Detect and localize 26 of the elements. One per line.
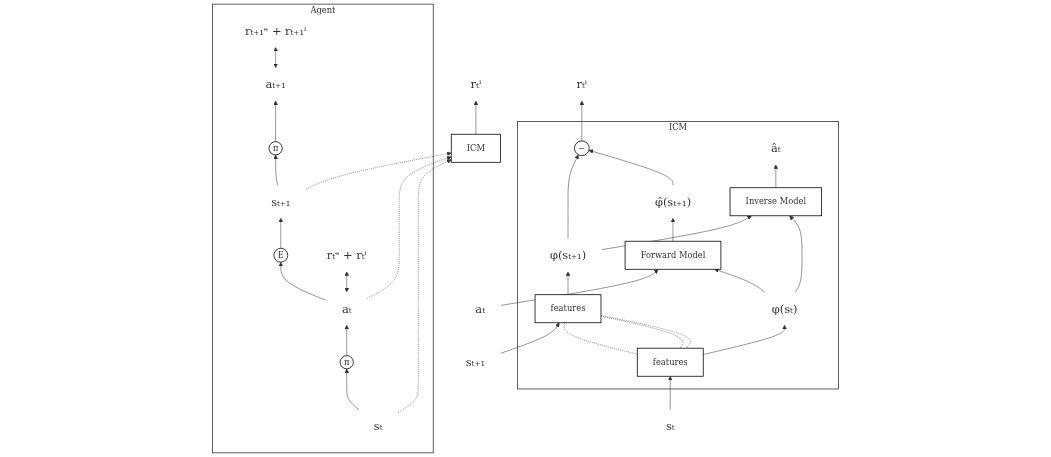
node-text: sₜ [665,419,675,433]
node-text: âₜ [771,141,781,155]
node-text: φ̂(sₜ₊₁) [654,195,692,209]
node-text: rₜⁱ [576,77,588,91]
node-box: features [636,347,704,377]
node-box: Forward Model [624,240,722,270]
node-text: φ(sₜ₊₁) [549,248,587,262]
node-circle: π [268,141,283,156]
node-text: rₜⁱ [470,77,482,91]
node-circle: E [273,247,289,263]
node-text: sₜ₊₁ [465,355,485,369]
node-text: aₜ [341,302,352,316]
node-box: ICM [450,133,501,163]
arrow [273,47,278,69]
node-circle: π [339,355,354,370]
node-box: Inverse Model [729,187,823,217]
node-text: sₜ [373,419,383,433]
node-text: aₜ [475,302,485,316]
node-text: rₜᵉ + rₜⁱ [326,248,367,262]
node-text: sₜ₊₁ [271,195,291,209]
node-box: features [534,294,602,324]
node-text: φ(sₜ) [771,302,798,316]
node-text: rₜ₊₁ᵉ + rₜ₊₁ⁱ [244,24,307,38]
node-circle: − [574,140,590,157]
connector [563,322,638,355]
node-text: aₜ₊₁ [265,77,286,91]
